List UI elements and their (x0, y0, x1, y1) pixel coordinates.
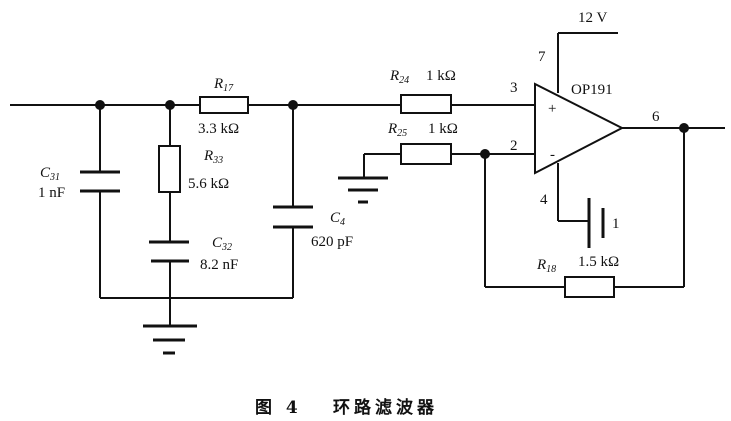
c4-name: C4 (330, 210, 345, 228)
r24-value: 1 kΩ (426, 68, 456, 84)
r33-value: 5.6 kΩ (188, 176, 229, 192)
resistor-r17 (199, 96, 249, 114)
r17-value: 3.3 kΩ (198, 121, 239, 137)
c32-name: C32 (212, 235, 232, 253)
opamp-op191 (534, 82, 625, 175)
c32-value: 8.2 nF (200, 257, 238, 273)
r18-name: R18 (536, 257, 556, 275)
resistor-r25 (400, 143, 452, 165)
c31-name: C31 (40, 165, 60, 183)
c31-value: 1 nF (38, 185, 65, 201)
r18-value: 1.5 kΩ (578, 254, 619, 270)
resistor-r33 (158, 145, 181, 193)
resistor-r24 (400, 94, 452, 114)
resistor-r18 (564, 276, 615, 298)
r25-value: 1 kΩ (428, 121, 458, 137)
figure-label: 图 4 (255, 398, 302, 418)
figure-title: 环路滤波器 (333, 397, 438, 418)
opamp-plus-sign: + (548, 101, 556, 117)
pin-4-label: 4 (540, 192, 548, 208)
pin-7-label: 7 (538, 49, 546, 65)
opamp-name: OP191 (571, 82, 613, 98)
pin-6-label: 6 (652, 109, 660, 125)
pin-3-label: 3 (510, 80, 518, 96)
r25-name: R25 (387, 121, 407, 139)
supply-label: 12 V (578, 10, 607, 26)
r24-name: R24 (389, 68, 409, 86)
pin-2-label: 2 (510, 138, 518, 154)
r17-name: R17 (213, 76, 234, 94)
r33-name: R33 (203, 148, 223, 166)
battery-label: 1 (612, 216, 620, 232)
c4-value: 620 pF (311, 234, 353, 250)
opamp-minus-sign: - (550, 147, 555, 163)
